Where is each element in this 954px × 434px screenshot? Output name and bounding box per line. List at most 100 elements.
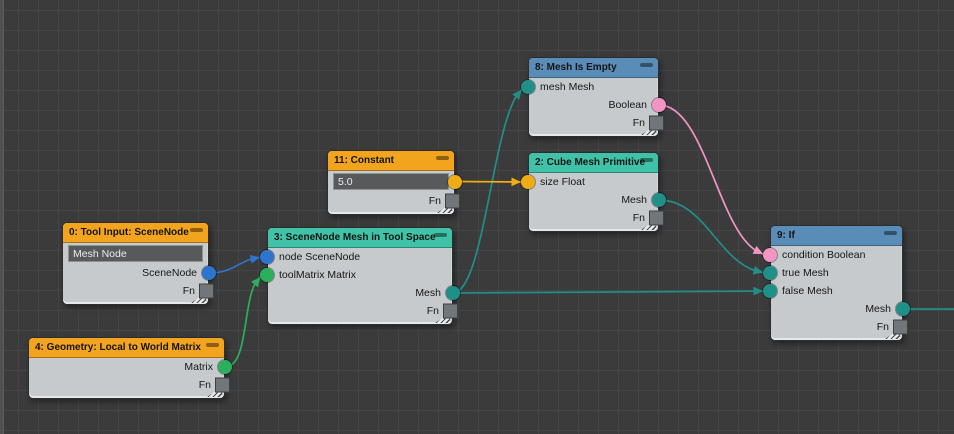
wire-2-Mesh-to-9-true[interactable] (658, 199, 771, 275)
node-title: 9: If (777, 230, 795, 241)
node-header[interactable]: 3: SceneNode Mesh in Tool Space (268, 228, 452, 248)
wire-arrowhead (752, 265, 764, 275)
minus-icon (640, 63, 653, 67)
wire-path[interactable] (658, 199, 771, 274)
resize-handle-icon[interactable] (437, 203, 452, 213)
output-port-SceneNode[interactable] (202, 266, 216, 280)
minus-icon (884, 231, 897, 235)
fn-port[interactable] (649, 210, 664, 226)
collapse-button[interactable] (190, 227, 203, 233)
minus-icon (434, 233, 447, 237)
port-label: condition Boolean (782, 249, 866, 261)
output-port-Mesh[interactable] (652, 193, 666, 207)
input-port-node[interactable] (260, 250, 274, 264)
port-label: false Mesh (782, 285, 833, 297)
resize-handle-icon[interactable] (641, 220, 656, 230)
node-title: 8: Mesh Is Empty (535, 62, 617, 73)
collapse-button[interactable] (436, 155, 449, 161)
wire-3-Mesh-to-8-mesh[interactable] (452, 86, 529, 294)
node-title: 4: Geometry: Local to World Matrix (35, 342, 201, 353)
fn-row: Fn (328, 192, 460, 210)
resize-handle-icon[interactable] (191, 293, 206, 303)
wire-11-out-to-2-size[interactable] (454, 177, 529, 187)
wire-4-Matrix-to-3-toolMatrix[interactable] (224, 274, 268, 368)
node-header[interactable]: 11: Constant (328, 151, 454, 171)
fn-port[interactable] (649, 115, 664, 131)
input-row: node SceneNode (260, 248, 452, 266)
field-row: Mesh Node (63, 243, 208, 264)
field-row: 5.0 (328, 171, 462, 192)
minus-icon (190, 228, 203, 232)
resize-handle-icon[interactable] (641, 125, 656, 135)
fn-row: Fn (268, 302, 458, 320)
input-row: false Mesh (763, 282, 902, 300)
collapse-button[interactable] (884, 230, 897, 236)
wire-arrowhead (753, 286, 764, 296)
input-row: size Float (521, 173, 658, 191)
input-row: toolMatrix Matrix (260, 266, 452, 284)
wire-arrowhead (512, 89, 522, 100)
output-port-out[interactable] (448, 174, 462, 189)
input-port-condition[interactable] (763, 248, 777, 262)
wire-path[interactable] (658, 104, 771, 256)
input-port-mesh[interactable] (521, 80, 535, 94)
fn-port[interactable] (215, 377, 230, 393)
collapse-button[interactable] (206, 342, 219, 348)
node-header[interactable]: 9: If (771, 226, 902, 246)
fn-port[interactable] (445, 193, 460, 209)
wire-3-Mesh-to-9-false[interactable] (452, 286, 771, 296)
input-row: condition Boolean (763, 246, 902, 264)
collapse-button[interactable] (640, 62, 653, 68)
output-port-Boolean[interactable] (652, 98, 666, 112)
node-header[interactable]: 2: Cube Mesh Primitive (529, 153, 658, 173)
fn-row: Fn (529, 209, 664, 227)
fn-label: Fn (428, 195, 441, 207)
resize-handle-icon[interactable] (435, 313, 450, 323)
wire-0-SceneNode-to-3-node[interactable] (208, 254, 268, 274)
output-row: Mesh (529, 191, 666, 209)
node-header[interactable]: 0: Tool Input: SceneNode (63, 223, 208, 243)
output-port-Mesh[interactable] (446, 286, 460, 300)
wire-path[interactable] (208, 256, 268, 274)
input-port-toolMatrix[interactable] (260, 268, 274, 282)
wire-8-Boolean-to-9-condition[interactable] (658, 104, 771, 256)
resize-handle-icon[interactable] (207, 387, 222, 397)
port-label: Matrix (184, 361, 213, 373)
fn-port[interactable] (443, 303, 458, 319)
text-field[interactable]: 5.0 (333, 173, 449, 190)
minus-icon (206, 343, 219, 347)
output-port-Mesh[interactable] (896, 302, 910, 316)
collapse-button[interactable] (434, 232, 447, 238)
output-port-Matrix[interactable] (218, 360, 232, 374)
input-port-false[interactable] (763, 284, 777, 298)
input-port-true[interactable] (763, 266, 777, 280)
collapse-button[interactable] (640, 157, 653, 163)
node-title: 11: Constant (334, 155, 395, 166)
input-port-size[interactable] (521, 175, 535, 189)
fn-port[interactable] (893, 319, 908, 335)
text-field[interactable]: Mesh Node (68, 245, 203, 262)
fn-label: Fn (632, 212, 645, 224)
port-label: toolMatrix Matrix (279, 269, 357, 281)
resize-handle-icon[interactable] (885, 329, 900, 339)
node-header[interactable]: 8: Mesh Is Empty (529, 58, 658, 78)
wire-path[interactable] (452, 290, 771, 294)
node-header[interactable]: 4: Geometry: Local to World Matrix (29, 338, 224, 358)
fn-port[interactable] (199, 283, 214, 299)
output-row: Matrix (29, 358, 232, 376)
node-title: 2: Cube Mesh Primitive (535, 157, 646, 168)
